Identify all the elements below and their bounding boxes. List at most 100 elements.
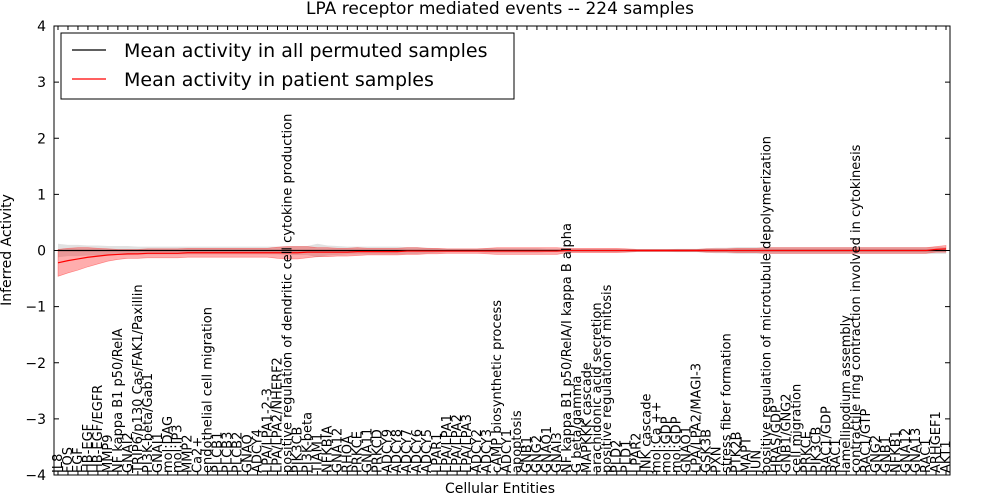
x-category-label: mol:GDP — [660, 416, 675, 473]
x-category-label: ADCY1 — [500, 429, 515, 473]
x-category-label: TRIP6/p130 Cas/FAK1/Paxillin — [131, 284, 146, 474]
x-category-label: IL8 — [51, 454, 66, 473]
x-category-label: AKT1 — [939, 440, 954, 473]
x-category-label: GNA12 — [899, 428, 914, 473]
x-category-label: mol:GDP — [670, 416, 685, 473]
x-category-label: NF kappa B1 p50/RelA — [111, 328, 126, 473]
x-category-label: NFKBIA — [320, 426, 335, 473]
x-category-label: GNB1 — [879, 436, 894, 473]
x-category-label: PTK2B — [729, 432, 744, 474]
x-category-label: FOS — [61, 447, 76, 473]
spread-bands — [57, 243, 947, 277]
x-axis-label: Cellular Entities — [445, 481, 555, 497]
x-category-label: PI3K-beta — [300, 412, 315, 473]
x-category-label: LPA/LPA2/MAGI-3 — [690, 363, 705, 473]
x-category-label: MMP9 — [101, 434, 116, 473]
x-category-label: PLD2 — [610, 440, 625, 473]
x-category-label: LPAR2 — [630, 433, 645, 473]
x-category-label: MAPT — [739, 437, 754, 473]
x-category-label: ADCY2 — [470, 429, 485, 473]
x-category-label: HB-EGF/EGFR — [91, 385, 106, 473]
x-category-label: LPA/LPA2 — [450, 414, 465, 473]
x-category-label: JUN — [749, 450, 764, 474]
x-category-label: ADCY3 — [480, 429, 495, 473]
y-tick-label: 0 — [37, 244, 46, 260]
x-category-label: PLCB3 — [221, 432, 236, 473]
y-tick-label: −2 — [25, 356, 46, 372]
x-category-label: RHOA — [340, 435, 355, 473]
x-category-label: MAPKKK cascade — [580, 362, 595, 473]
x-category-label: RAC1/GDP — [819, 406, 834, 473]
x-category-label: GNB1/GNG2 — [779, 393, 794, 473]
x-category-label: PLD1 — [620, 440, 635, 473]
x-category-label: PRKCE — [799, 431, 814, 473]
series-lines — [57, 248, 947, 264]
x-category-label: GNAI3 — [550, 432, 565, 473]
x-category-label: G beta/gamma — [570, 376, 585, 473]
x-category-label: stress fiber formation — [719, 333, 734, 473]
x-category-label: cell migration — [789, 384, 804, 473]
x-category-label: GNAI2 — [121, 432, 136, 473]
chart-title: LPA receptor mediated events -- 224 samp… — [306, 0, 694, 19]
x-category-label: GNA12 — [330, 428, 345, 473]
y-tick-label: −4 — [25, 468, 46, 484]
x-category-label: mol:IP3 — [171, 424, 186, 473]
x-category-label: GNA13 — [909, 428, 924, 473]
x-category-label: ARHGEF1 — [929, 411, 944, 473]
x-category-label: mol:Ca ++ — [650, 401, 665, 473]
y-axis-label: Inferred Activity — [0, 194, 15, 306]
y-tick-label: 1 — [37, 187, 46, 203]
x-category-label: ADCY5 — [420, 429, 435, 473]
x-category-label: GNAO1 — [540, 426, 555, 473]
x-category-label: TIAM1 — [310, 433, 325, 474]
x-category-label: LPAR1 — [430, 433, 445, 473]
x-category-label: NFKB1 — [889, 430, 904, 473]
x-category-label: mol:DAG — [161, 416, 176, 473]
x-category-label: ADCY7 — [400, 429, 415, 473]
legend-label-patient: Mean activity in patient samples — [124, 69, 434, 91]
y-tick-label: −3 — [25, 412, 46, 428]
x-category-label: cAMP biosynthetic process — [490, 300, 505, 473]
x-category-label: GNB1 — [520, 436, 535, 473]
y-tick-label: 4 — [37, 19, 46, 35]
y-tick-label: 2 — [37, 131, 46, 147]
x-category-label: LPA/LPA2/NHERF2 — [271, 357, 286, 473]
x-category-label: contractile ring contraction involved in… — [849, 144, 864, 473]
x-category-label: LPA/LPA1-2-3 — [261, 388, 276, 473]
legend-box — [60, 32, 515, 100]
x-category-label: PRKCD — [370, 429, 385, 473]
x-category-label: PIK3CB — [809, 427, 824, 473]
x-category-label: GNAI1 — [151, 432, 166, 473]
y-tick-label: 3 — [37, 75, 46, 91]
x-category-label: GNAO1 — [680, 426, 695, 473]
x-category-label: ADCY9 — [380, 429, 395, 473]
x-category-label: positive regulation of mitosis — [600, 284, 615, 473]
x-category-label: GNAQ — [241, 434, 256, 473]
x-category-label: endothelial cell migration — [201, 307, 216, 473]
x-category-label: PXN — [710, 447, 725, 473]
x-category-label: PLCB1 — [211, 432, 226, 473]
x-category-label: HRAS/GDP — [769, 405, 784, 473]
x-category-label: GNG2 — [530, 435, 545, 473]
x-category-label: GNG2 — [869, 435, 884, 473]
x-category-label: PI3K-beta/Gab1 — [141, 373, 156, 473]
x-category-label: NF kappa B1 p50/RelA/I kappa B alpha — [560, 223, 575, 473]
x-category-label: ADCY8 — [390, 429, 405, 473]
legend: Mean activity in all permuted samples Me… — [60, 32, 515, 100]
x-category-label: JNK cascade — [640, 394, 655, 474]
x-category-label: positive regulation of dendritic cell cy… — [280, 114, 295, 473]
y-tick-label: −1 — [25, 300, 46, 316]
x-category-label: RAC1 — [829, 438, 844, 473]
x-category-label: ADCY4 — [251, 429, 266, 473]
x-category-label: PLCB2 — [231, 432, 246, 473]
x-category-label: apoptosis — [510, 410, 525, 473]
x-category-label: RAC1 — [919, 438, 934, 473]
x-category-label: RAC1/GTP — [859, 409, 874, 473]
legend-label-permuted: Mean activity in all permuted samples — [124, 40, 487, 62]
x-category-label: PRKCE — [350, 431, 365, 473]
x-category-label: LPA/LPA1 — [440, 414, 455, 473]
x-category-label: PIK3CB — [290, 427, 305, 473]
x-category-label: GNA11 — [360, 428, 375, 473]
